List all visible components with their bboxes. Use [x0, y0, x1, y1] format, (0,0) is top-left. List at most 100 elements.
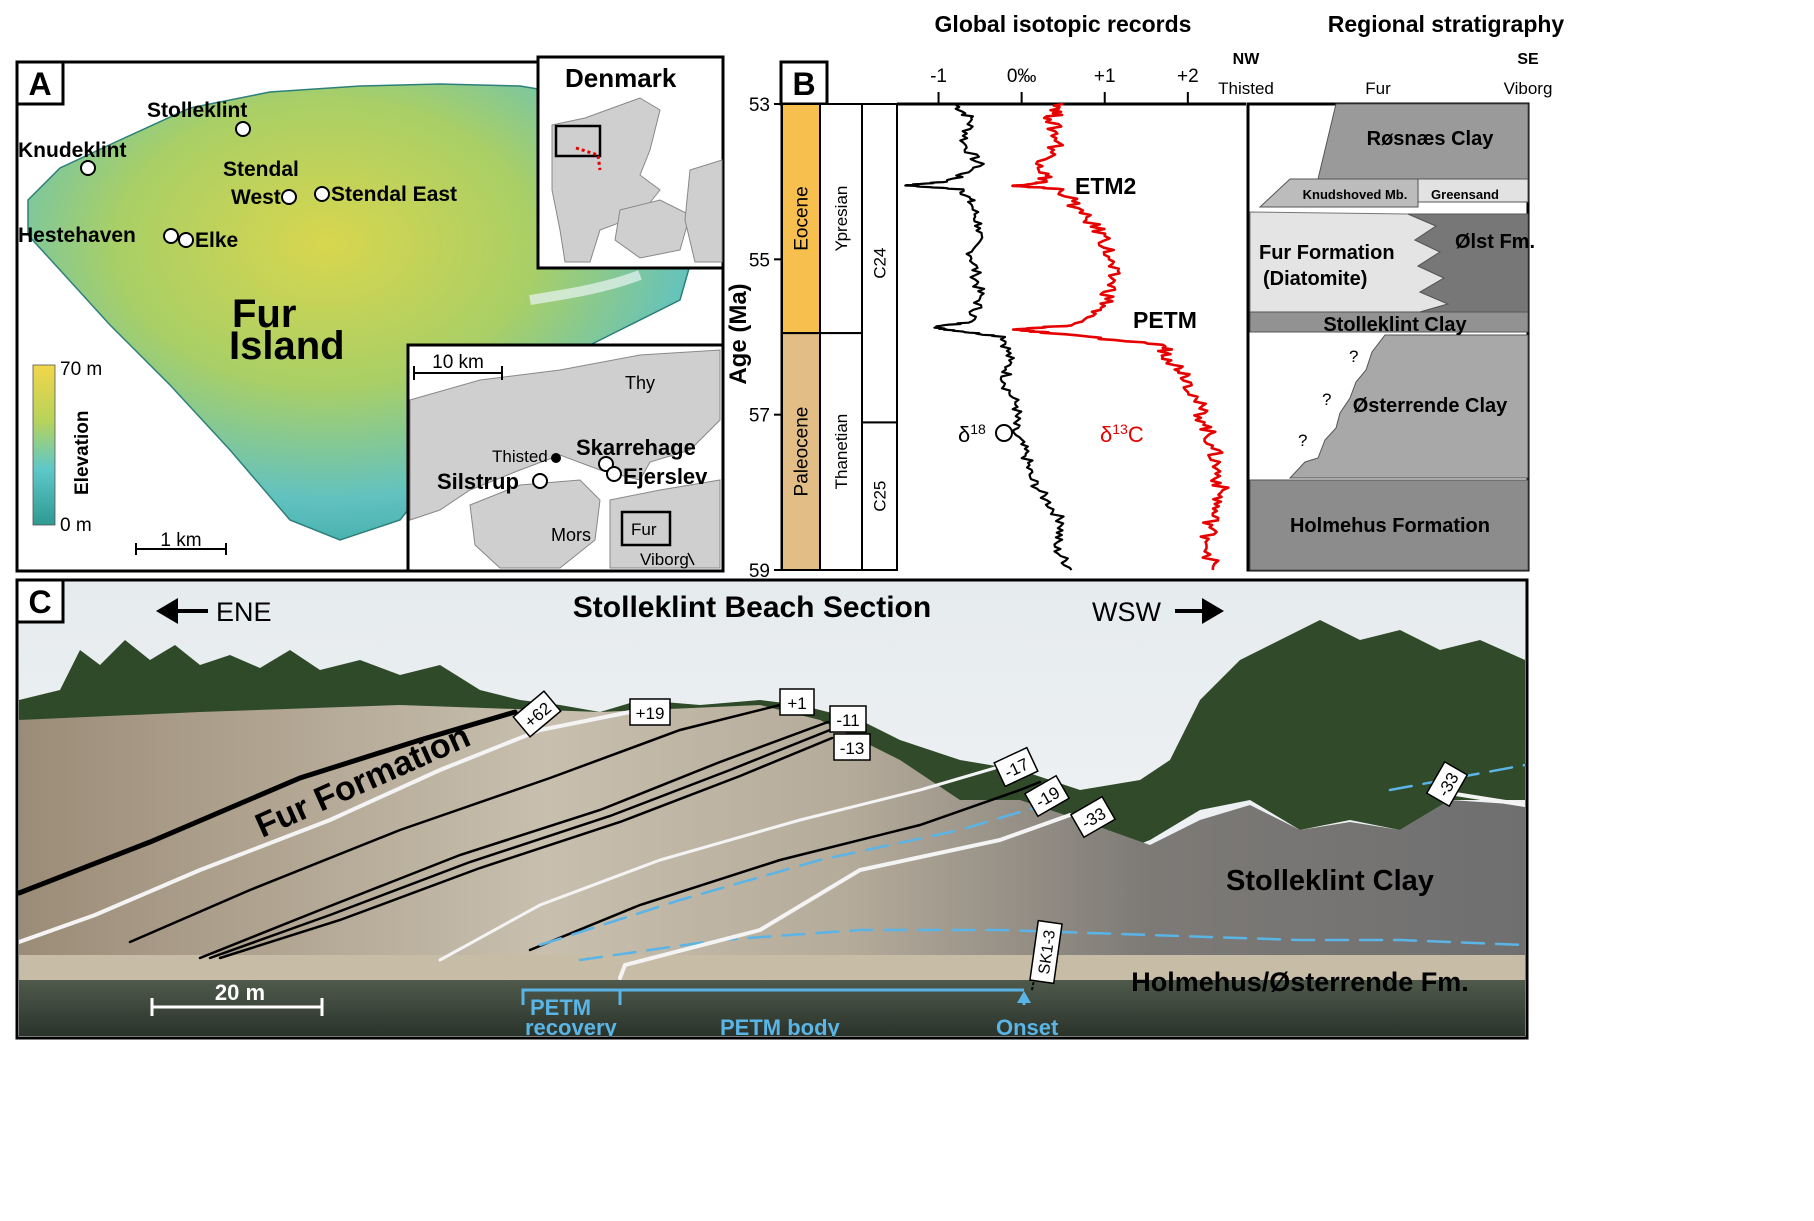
- panel-c-letter-box: [15, 578, 65, 624]
- site-label-west: West: [231, 186, 281, 209]
- site-markers: [80, 121, 330, 248]
- epochs-label: Eocene: [792, 186, 813, 250]
- label-greensand: Greensand: [1431, 187, 1499, 202]
- inset-fur-box: [620, 510, 672, 547]
- island-name-1: Fur: [232, 292, 296, 336]
- label-petm-body: PETM body: [720, 1015, 841, 1040]
- d18O-label-delta: δ: [958, 422, 970, 447]
- label-holmehus: Holmehus Formation: [1290, 515, 1490, 537]
- bed-plus62: [16, 709, 518, 896]
- x-tick-label: +2: [1177, 66, 1199, 87]
- site-marker-hestehaven: [163, 228, 179, 244]
- site-label-hestehaven: Hestehaven: [18, 224, 136, 247]
- d13C-label-sup: 13: [1112, 421, 1128, 437]
- label-fur-formation: Fur Formation: [1259, 242, 1395, 264]
- direction-ene: ENE: [156, 597, 272, 627]
- marker-beds: [16, 703, 1527, 980]
- d18O-label: δ18: [958, 421, 986, 447]
- label-olst: Ølst Fm.: [1455, 231, 1535, 253]
- petm-bracket-labels: PETM recovery PETM body Onset: [525, 995, 1059, 1040]
- inset-place-fur: Fur: [631, 520, 657, 539]
- site-marker-stolleklint: [235, 121, 251, 137]
- ash-tag-minus13-box: [833, 733, 871, 761]
- inset-place-silstrup: Silstrup: [437, 469, 519, 494]
- x-tick-label: 0‰: [1007, 66, 1037, 87]
- strat-place-thisted: Thisted: [1218, 79, 1274, 98]
- tree-line-left: [19, 640, 800, 720]
- stages-label: Ypresian: [832, 186, 851, 252]
- ash-label-minus11: -11: [836, 711, 859, 730]
- onset-arrow-head: [1017, 991, 1031, 1003]
- d18O-label-sup: 18: [970, 421, 986, 437]
- lagoon-water: [529, 270, 642, 305]
- photo-title: Stolleklint Beach Section: [573, 591, 931, 624]
- arrow-ene-head: [156, 598, 178, 624]
- inset-denmark: Denmark: [536, 55, 725, 270]
- inset-denmark-title: Denmark: [565, 63, 677, 93]
- strat-place-fur: Fur: [1365, 79, 1391, 98]
- panel-a: 70 m 0 m Elevation 1 km Fur Island Stoll…: [15, 55, 725, 573]
- site-marker-silstrup: [532, 473, 548, 489]
- ash-tag-plus19: +19: [629, 698, 671, 726]
- island-name-2: Island: [229, 324, 345, 368]
- chrons-label: C25: [870, 481, 889, 512]
- scalebar-c: 20 m: [150, 980, 324, 1016]
- chrons-label: C24: [870, 248, 889, 279]
- cliff-face: [19, 705, 1525, 960]
- bed-blue-dashed-lower: [578, 928, 1527, 962]
- ash-tag-plus1-box: [779, 688, 815, 716]
- unit-holmehus: [1249, 479, 1529, 571]
- label-diatomite: (Diatomite): [1263, 268, 1367, 290]
- scalebar-a: 1 km: [135, 530, 227, 555]
- panel-a-letter-box: [15, 60, 65, 106]
- scalebar-inset-label: 10 km: [432, 352, 484, 373]
- bed-minus11b: [208, 728, 832, 960]
- ash-tag-minus19-box: [1023, 774, 1071, 818]
- question-mark-2: ?: [1322, 390, 1331, 409]
- x-tick-label: +1: [1094, 66, 1116, 87]
- inset-place-viborg: Viborg: [640, 550, 689, 569]
- strat-place-viborg: Viborg: [1504, 79, 1553, 98]
- fur-island-shape: [27, 83, 691, 541]
- inset-thy-land: [409, 349, 721, 521]
- dir-ene-label: ENE: [216, 597, 272, 627]
- d13C-label: δ13C: [1100, 421, 1144, 447]
- panel-c-letter: C: [28, 584, 51, 620]
- stages-label: Thanetian: [832, 414, 851, 490]
- inset-zealand: [684, 159, 723, 263]
- legend-label: Elevation: [72, 411, 93, 495]
- label-holmehus-photo: Holmehus/Østerrende Fm.: [1131, 967, 1469, 997]
- ash-tag-minus13: -13: [833, 733, 871, 761]
- ash-tag-minus19: -19: [1023, 774, 1071, 818]
- ash-tag-minus33-right-box: [1425, 760, 1469, 808]
- site-marker-elke: [178, 232, 194, 248]
- strat-dir-nw: NW: [1233, 51, 1261, 68]
- unit-knudshoved: [1258, 178, 1419, 208]
- label-onset: Onset: [996, 1015, 1059, 1040]
- bed-minus19: [528, 780, 1042, 952]
- arrow-wsw-head: [1202, 598, 1224, 624]
- d13C-label-delta: δ: [1100, 422, 1112, 447]
- age-tick-label: 57: [749, 406, 770, 427]
- ash-tag-minus17-box: [993, 746, 1039, 788]
- title-stratigraphy: Regional stratigraphy: [1328, 11, 1565, 37]
- site-marker-ejerslev: [606, 466, 622, 482]
- panel-b: Global isotopic records Regional stratig…: [725, 11, 1564, 582]
- series-line-d18O: [904, 103, 1073, 571]
- ash-tag-plus19-box: [629, 698, 671, 726]
- unit-osterrende-clay: [1288, 334, 1529, 479]
- ash-tag-plus1: +1: [779, 688, 815, 716]
- inset-place-skarrehage: Skarrehage: [576, 435, 696, 460]
- inset-place-mors: Mors: [551, 525, 591, 545]
- site-label-stendal: Stendal: [223, 158, 299, 181]
- inset-red-trace: [575, 146, 602, 171]
- scalebar-a-label: 1 km: [160, 530, 201, 551]
- d18O-circle-marker: [995, 424, 1013, 442]
- site-label-elke: Elke: [195, 229, 238, 252]
- elevation-legend: 70 m 0 m Elevation: [32, 359, 102, 536]
- event-etm2: ETM2: [1075, 173, 1136, 199]
- ash-tag-minus33-box: [1069, 795, 1117, 839]
- label-petm-recovery-2: recovery: [525, 1015, 618, 1040]
- direction-wsw: WSW: [1092, 597, 1224, 627]
